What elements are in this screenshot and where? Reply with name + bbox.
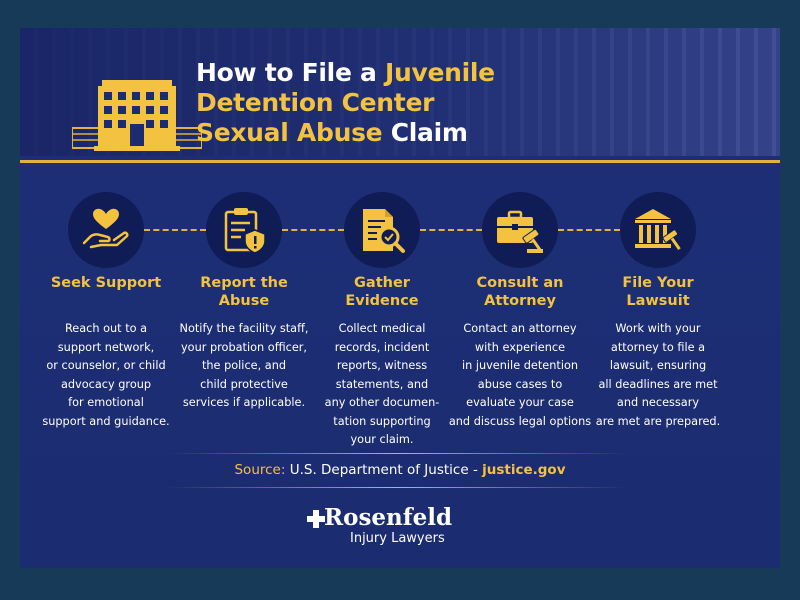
step-2-description: Notify the facility staff,your probation…: [179, 322, 309, 409]
step-connector: [558, 229, 620, 231]
logo-name: Rosenfeld: [324, 504, 453, 531]
step-connector: [420, 229, 482, 231]
step-1-circle: [68, 192, 144, 268]
plus-cross-icon: [307, 510, 325, 528]
step-4-circle: [482, 192, 558, 268]
step-1-title: Seek Support: [50, 275, 162, 291]
page-title: How to File a Juvenile Detention Center …: [196, 58, 495, 147]
detention-building-icon: [72, 80, 202, 151]
source-line: Source: U.S. Department of Justice - jus…: [234, 462, 566, 478]
logo-subtitle: Injury Lawyers: [350, 531, 445, 546]
step-connector: [144, 229, 206, 231]
infographic-card: How to File a Juvenile Detention Center …: [20, 28, 780, 568]
source-divider-top: [168, 453, 628, 454]
header-divider: [20, 160, 780, 163]
source-divider-bottom: [168, 487, 628, 488]
document-magnifier-icon: [363, 209, 405, 253]
step-5-circle: [620, 192, 696, 268]
step-2-circle: [206, 192, 282, 268]
clipboard-shield-icon: [224, 208, 266, 254]
briefcase-gavel-icon: [497, 210, 543, 253]
source-link[interactable]: justice.gov: [482, 462, 566, 478]
courthouse-gavel-icon: [635, 209, 681, 250]
step-3-circle: [344, 192, 420, 268]
heart-hand-icon: [82, 208, 129, 249]
step-connector: [282, 229, 344, 231]
